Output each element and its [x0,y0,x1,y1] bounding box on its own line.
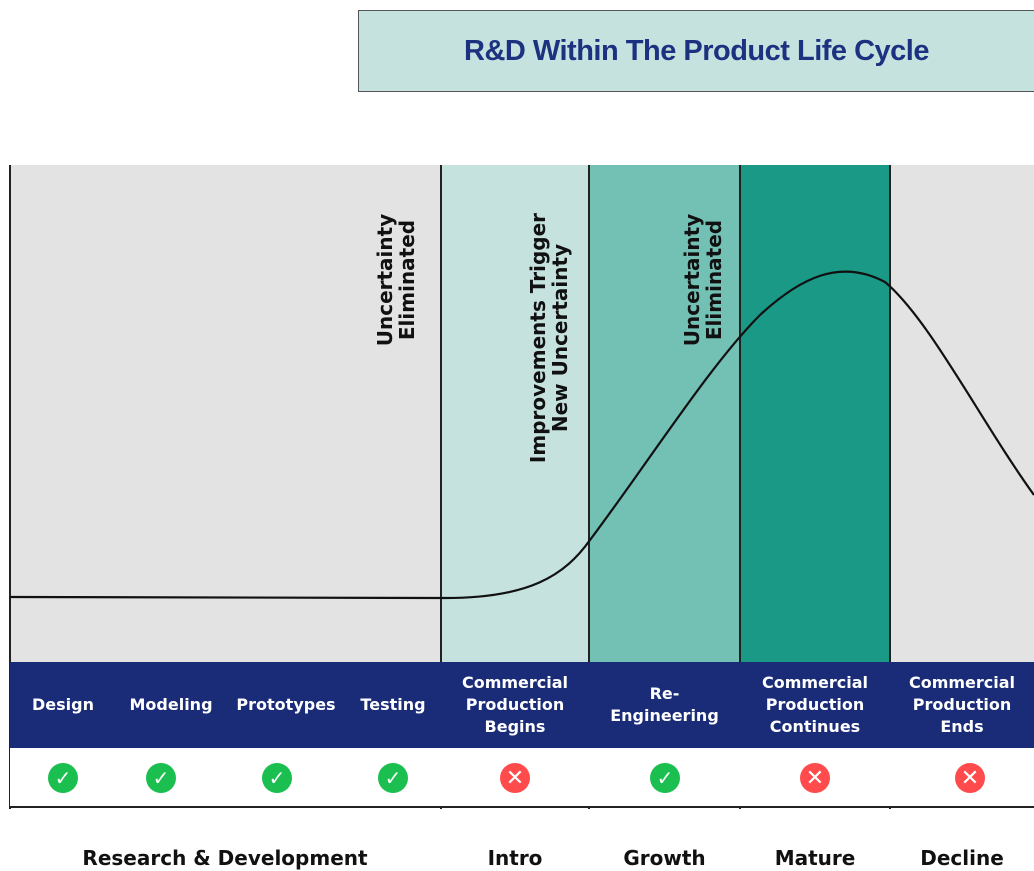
phase-region-mature [740,165,890,664]
page-title: R&D Within The Product Life Cycle [464,34,930,67]
divider-line [9,165,11,809]
checkmark-icon: ✓ [146,763,176,793]
phase-label-intro: Intro [487,846,543,870]
phase-region-growth [589,165,740,664]
stage-prototypes: Prototypes [236,695,336,714]
intro-uncertainty-label: Improvements Trigger New Uncertainty [526,212,572,464]
growth-uncertainty-label: Uncertainty Eliminated [680,213,726,347]
stage-design: Design [32,695,94,714]
stage-bar [10,662,1034,748]
divider-line [889,165,891,809]
x-icon: ✕ [500,763,530,793]
phase-region-decline [890,165,1034,664]
phase-label-rd: Research & Development [82,846,368,870]
checkmark-icon: ✓ [650,763,680,793]
checkmark-icon: ✓ [262,763,292,793]
title-box: R&D Within The Product Life Cycle [358,10,1034,92]
stage-testing: Testing [360,695,426,714]
stage-commercial-production-continues: Commercial Production Continues [761,673,869,736]
phase-label-mature: Mature [774,846,856,870]
divider-line [440,165,442,809]
checkmark-icon: ✓ [378,763,408,793]
divider-line [739,165,741,809]
stage-modeling: Modeling [129,695,213,714]
stage-re-engineering: Re- Engineering [610,684,719,725]
stage-commercial-production-ends: Commercial Production Ends [908,673,1016,736]
checkmark-icon: ✓ [48,763,78,793]
rd-uncertainty-label: Uncertainty Eliminated [373,213,419,347]
phase-label-growth: Growth [623,846,706,870]
phase-label-decline: Decline [920,846,1004,870]
x-icon: ✕ [955,763,985,793]
stage-commercial-production-begins: Commercial Production Begins [461,673,569,736]
phase-region-intro [441,165,589,664]
x-icon: ✕ [800,763,830,793]
phase-region-rd [10,165,441,664]
divider-line [588,165,590,809]
